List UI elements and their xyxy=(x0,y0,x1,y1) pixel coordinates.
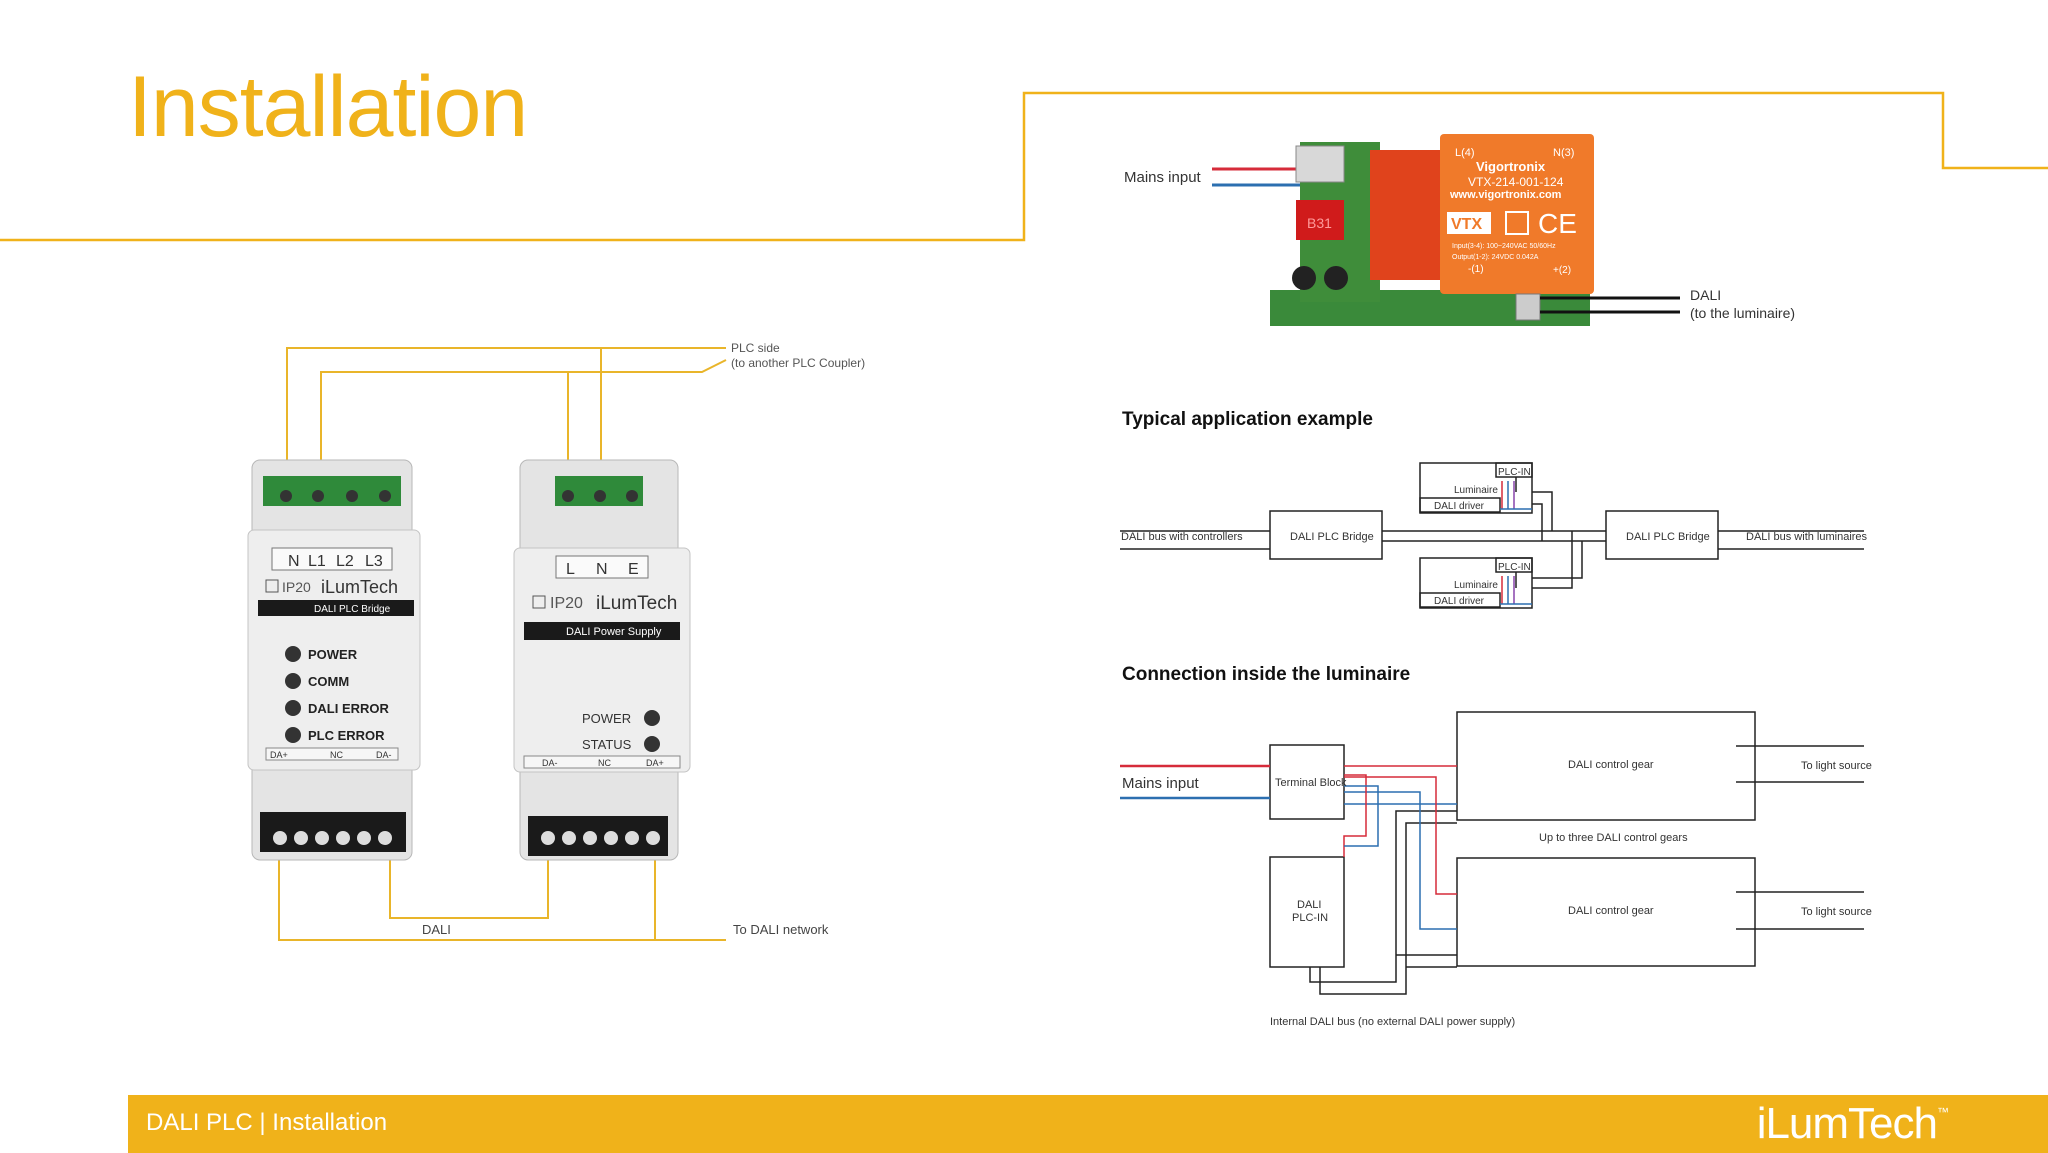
connection-internal-bus: Internal DALI bus (no external DALI powe… xyxy=(1270,1016,1515,1028)
left-installation-figure: PLC side (to another PLC Coupler) DALI T… xyxy=(247,341,865,941)
bridge-bottom-da-minus: DA- xyxy=(376,750,392,760)
typical-plc-in-top: PLC-IN xyxy=(1498,467,1531,478)
footer-breadcrumb: DALI PLC | Installation xyxy=(146,1109,387,1137)
module-mains-input-label: Mains input xyxy=(1124,169,1202,186)
connection-plc-in-line2: PLC-IN xyxy=(1292,912,1328,924)
connection-gear-top: DALI control gear xyxy=(1568,759,1654,771)
bridge-terminal-n: N xyxy=(288,553,300,570)
psu-bottom-nc: NC xyxy=(598,758,611,768)
module-pin-l: L(4) xyxy=(1455,147,1475,159)
psu-model: DALI Power Supply xyxy=(566,626,662,638)
connection-gear-bottom: DALI control gear xyxy=(1568,905,1654,917)
typical-luminaire-bottom: Luminaire xyxy=(1454,580,1498,591)
typical-application-diagram: Typical application example xyxy=(1120,409,1868,609)
connection-up-to-three: Up to three DALI control gears xyxy=(1539,832,1688,844)
module-ce-mark: CE xyxy=(1538,208,1577,239)
bridge-led-comm: COMM xyxy=(308,674,349,689)
typical-bridge-right: DALI PLC Bridge xyxy=(1626,531,1710,543)
connection-mains-input: Mains input xyxy=(1122,775,1200,792)
typical-bus-controllers: DALI bus with controllers xyxy=(1121,531,1243,543)
plc-side-label: PLC side xyxy=(731,341,780,355)
bridge-bottom-da-plus: DA+ xyxy=(270,750,288,760)
footer-section: DALI PLC xyxy=(146,1109,253,1136)
dali-plc-bridge-device: N L1 L2 L3 IP20 iLumTech DALI PLC Bridge… xyxy=(247,459,421,861)
bridge-led-plc-error: PLC ERROR xyxy=(308,728,385,743)
module-dali-label: DALI xyxy=(1690,287,1721,303)
typical-bus-luminaires: DALI bus with luminaires xyxy=(1746,531,1868,543)
dali-label: DALI xyxy=(422,922,451,937)
accent-frame xyxy=(0,91,2048,242)
module-brand: Vigortronix xyxy=(1476,159,1546,174)
bridge-terminal-l2: L2 xyxy=(336,553,354,570)
typical-driver-top: DALI driver xyxy=(1434,501,1485,512)
bridge-terminal-l1: L1 xyxy=(308,553,326,570)
plc-side-sublabel: (to another PLC Coupler) xyxy=(731,356,865,370)
typical-bridge-left: DALI PLC Bridge xyxy=(1290,531,1374,543)
psu-ip-rating: IP20 xyxy=(550,595,583,612)
module-url: www.vigortronix.com xyxy=(1449,189,1562,201)
bridge-model: DALI PLC Bridge xyxy=(314,604,391,615)
psu-bottom-da-plus: DA+ xyxy=(646,758,664,768)
psu-brand: iLumTech xyxy=(596,593,677,614)
page-title: Installation xyxy=(128,59,528,155)
psu-bottom-da-minus: DA- xyxy=(542,758,558,768)
psu-terminal-l: L xyxy=(566,561,575,578)
connection-heading: Connection inside the luminaire xyxy=(1122,664,1410,685)
connection-diagram: Connection inside the luminaire Main xyxy=(1120,664,1872,1028)
module-dali-sublabel: (to the luminaire) xyxy=(1690,305,1795,321)
to-dali-network-label: To DALI network xyxy=(733,922,829,937)
module-vtx-logo: VTX xyxy=(1451,216,1482,233)
vigortronix-module: Mains input B31 L(4) N(3) Vigortronix VT… xyxy=(1124,134,1795,326)
module-pin-plus: +(2) xyxy=(1553,265,1571,276)
footer-separator: | xyxy=(259,1109,266,1136)
connection-to-light-bottom: To light source xyxy=(1801,906,1872,918)
footer-bar: DALI PLC | Installation iLumTech™ xyxy=(128,1095,2048,1153)
psu-led-power: POWER xyxy=(582,711,631,726)
module-spec-input: Input(3-4): 100~240VAC 50/60Hz xyxy=(1452,243,1556,250)
svg-text:B31: B31 xyxy=(1307,215,1332,231)
typical-plc-in-bottom: PLC-IN xyxy=(1498,562,1531,573)
bridge-led-power: POWER xyxy=(308,647,358,662)
module-spec-output: Output(1-2): 24VDC 0.042A xyxy=(1452,254,1539,261)
psu-terminal-e: E xyxy=(628,561,639,578)
psu-led-status: STATUS xyxy=(582,737,632,752)
bridge-ip-rating: IP20 xyxy=(282,579,311,595)
typical-heading: Typical application example xyxy=(1122,409,1373,430)
bridge-terminal-l3: L3 xyxy=(365,553,383,570)
connection-plc-in-line1: DALI xyxy=(1297,899,1321,911)
psu-terminal-n: N xyxy=(596,561,608,578)
bridge-brand: iLumTech xyxy=(321,577,398,597)
footer-page: Installation xyxy=(272,1109,388,1136)
connection-terminal-block: Terminal Block xyxy=(1275,777,1347,789)
module-pin-n: N(3) xyxy=(1553,147,1574,159)
connection-to-light-top: To light source xyxy=(1801,760,1872,772)
module-part-number: VTX-214-001-124 xyxy=(1468,175,1564,189)
typical-driver-bottom: DALI driver xyxy=(1434,596,1485,607)
bridge-bottom-nc: NC xyxy=(330,750,343,760)
dali-power-supply-device: L N E IP20 iLumTech DALI Power Supply PO… xyxy=(513,459,691,861)
typical-luminaire-top: Luminaire xyxy=(1454,485,1498,496)
module-pin-minus: -(1) xyxy=(1468,264,1484,275)
ilumtech-logo: iLumTech™ xyxy=(1756,1099,1949,1148)
bridge-led-dali-error: DALI ERROR xyxy=(308,701,390,716)
